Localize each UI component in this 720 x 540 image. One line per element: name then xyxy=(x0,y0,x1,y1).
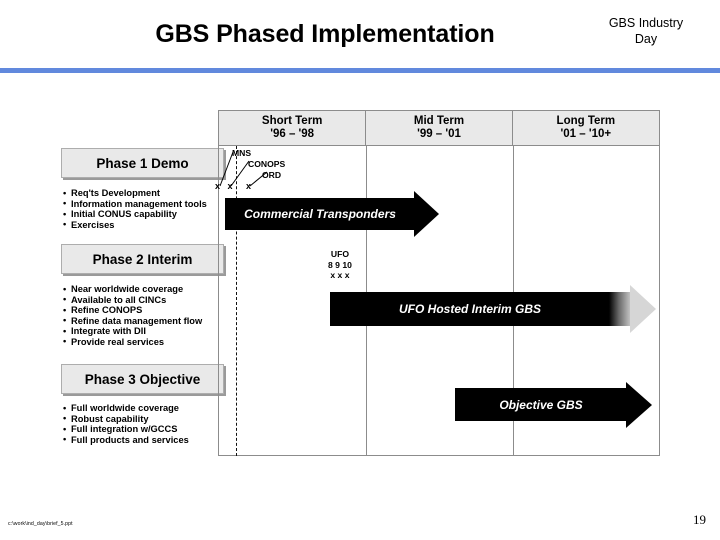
column-range: '99 – '01 xyxy=(417,128,461,140)
phase-column: Phase 1 Demo Req'ts Development Informat… xyxy=(45,104,225,456)
corner-label-line2: Day xyxy=(634,32,658,46)
list-item: Information management tools xyxy=(63,198,243,210)
column-range: '96 – '98 xyxy=(270,128,315,140)
list-item: Available to all CINCs xyxy=(63,294,243,306)
timeline-bar-ufo-hosted-interim-gbs: UFO Hosted Interim GBS xyxy=(330,285,656,333)
column-range: '01 – '10+ xyxy=(560,128,612,140)
annotation-ufo-marks: x x x xyxy=(330,270,350,280)
annotation-mns: MNS xyxy=(232,148,252,158)
annotation-conops: CONOPS xyxy=(248,159,286,169)
arrow-head-icon xyxy=(626,381,652,428)
bar-body: Objective GBS xyxy=(455,388,627,421)
milestone-mark-right: x xyxy=(246,181,252,191)
phase-1-bullets: Req'ts Development Information managemen… xyxy=(63,188,243,230)
timeline-column-header-short-term: Short Term '96 – '98 xyxy=(219,111,367,146)
list-item: Req'ts Development xyxy=(63,188,243,199)
list-item: Integrate with DII xyxy=(63,326,243,337)
list-item: Exercises xyxy=(63,219,243,231)
column-name: Mid Term xyxy=(413,115,465,127)
bar-label: Objective GBS xyxy=(499,397,583,412)
milestone-marks-left: x x xyxy=(215,181,236,191)
timeline-column-header-mid-term: Mid Term '99 – '01 xyxy=(366,111,513,146)
timeline-column-header-long-term: Long Term '01 – '10+ xyxy=(512,111,659,146)
annotation-ufo-block: UFO 8 9 10 x x x xyxy=(328,249,352,281)
column-name: Short Term xyxy=(261,115,323,127)
arrow-head-icon xyxy=(630,285,656,333)
timeline-table: Short Term '96 – '98 Mid Term '99 – '01 … xyxy=(218,110,660,456)
phase-2-label: Phase 2 Interim xyxy=(92,251,193,267)
list-item: Initial CONUS capability xyxy=(63,209,243,220)
timeline-header-row: Short Term '96 – '98 Mid Term '99 – '01 … xyxy=(219,111,659,146)
phase-1-label: Phase 1 Demo xyxy=(96,155,189,171)
annotation-ufo-numbers: 8 9 10 xyxy=(328,259,352,270)
title-divider-rule xyxy=(0,68,720,73)
column-name: Long Term xyxy=(556,115,616,127)
phase-3-box: Phase 3 Objective xyxy=(61,364,224,394)
bar-label: UFO Hosted Interim GBS xyxy=(398,302,541,316)
corner-label-line1: GBS Industry xyxy=(608,16,684,30)
phase-2-box: Phase 2 Interim xyxy=(61,244,224,274)
phase-2-bullets: Near worldwide coverage Available to all… xyxy=(63,284,243,348)
phase-1-box: Phase 1 Demo xyxy=(61,148,224,178)
annotation-ufo-title: UFO xyxy=(330,249,350,259)
list-item: Refine data management flow xyxy=(63,315,243,327)
page-title: GBS Phased Implementation xyxy=(155,20,495,48)
phase-3-label: Phase 3 Objective xyxy=(84,371,201,387)
list-item: Full worldwide coverage xyxy=(63,403,243,414)
bar-label: Commercial Transponders xyxy=(244,207,396,221)
list-item: Full products and services xyxy=(63,434,243,446)
list-item: Refine CONOPS xyxy=(63,305,243,316)
today-marker-dashed-line xyxy=(236,146,237,456)
annotation-ord: ORD xyxy=(262,170,282,180)
bar-fade-gradient xyxy=(609,292,631,326)
phase-3-bullets: Full worldwide coverage Robust capabilit… xyxy=(63,403,243,445)
list-item: Provide real services xyxy=(63,336,243,348)
arrow-head-icon xyxy=(414,191,439,237)
bar-body: Commercial Transponders xyxy=(225,198,415,230)
list-item: Full integration w/GCCS xyxy=(63,424,243,435)
timeline-bar-commercial-transponders: Commercial Transponders xyxy=(225,191,439,237)
page-number: 19 xyxy=(693,512,706,527)
list-item: Robust capability xyxy=(63,413,243,425)
timeline-bar-objective-gbs: Objective GBS xyxy=(455,381,652,428)
list-item: Near worldwide coverage xyxy=(63,284,243,295)
milestone-leader-lines xyxy=(219,151,268,187)
corner-branding-label: GBS Industry Day xyxy=(590,15,702,47)
bar-body: UFO Hosted Interim GBS xyxy=(330,292,610,326)
footer-file-path: c:\work\ind_day\brief_5.ppt xyxy=(8,521,73,527)
